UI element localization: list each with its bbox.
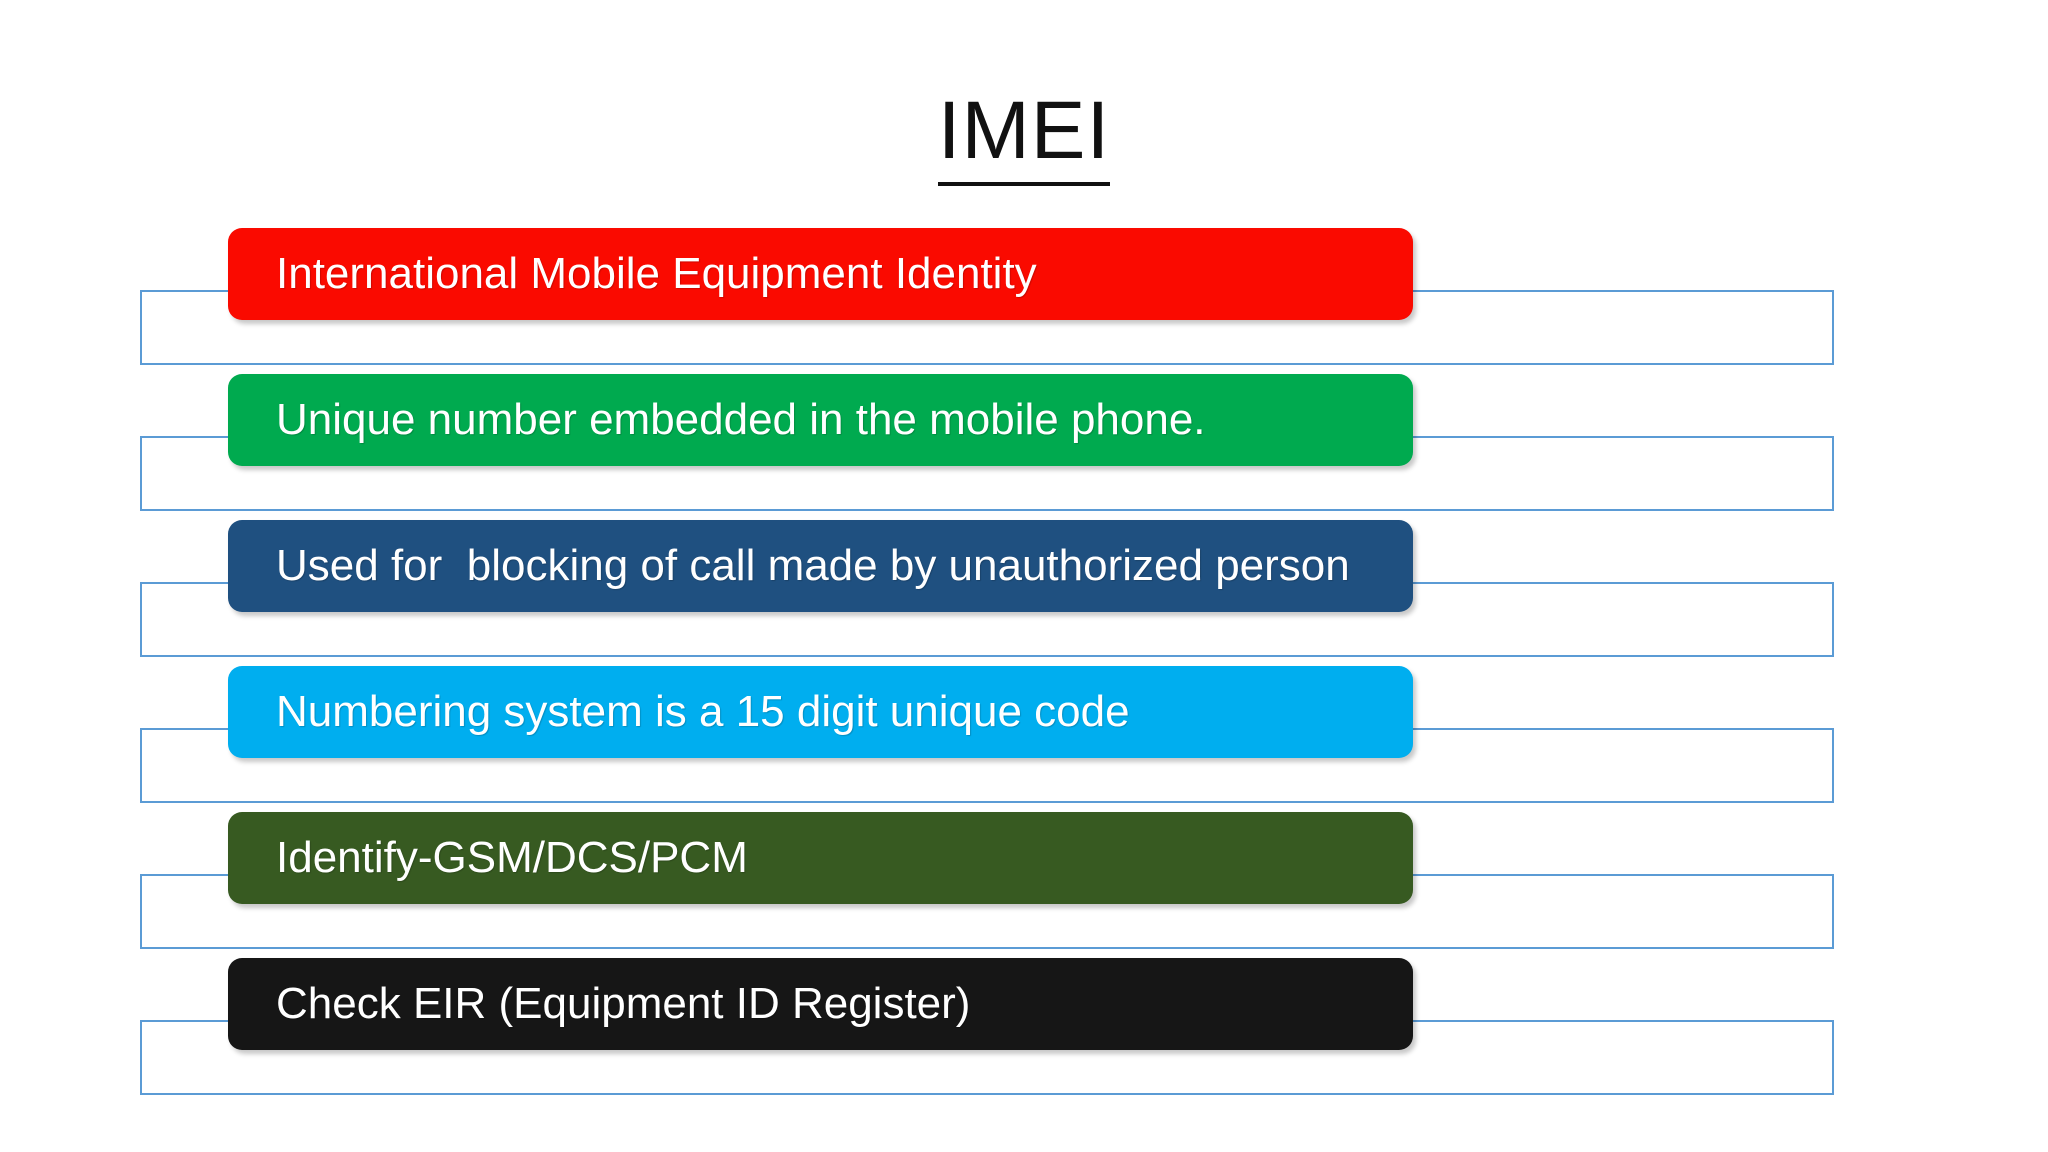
bar-row: Used for blocking of call made by unauth… <box>0 520 2048 670</box>
color-bar-navy-blue[interactable]: Used for blocking of call made by unauth… <box>228 520 1413 612</box>
color-bar-label: Unique number embedded in the mobile pho… <box>276 394 1206 444</box>
bar-row: Numbering system is a 15 digit unique co… <box>0 666 2048 816</box>
color-bar-label: International Mobile Equipment Identity <box>276 248 1037 298</box>
color-bar-dark-green[interactable]: Identify-GSM/DCS/PCM <box>228 812 1413 904</box>
color-bar-green[interactable]: Unique number embedded in the mobile pho… <box>228 374 1413 466</box>
color-bar-label: Used for blocking of call made by unauth… <box>276 540 1350 590</box>
color-bar-label: Identify-GSM/DCS/PCM <box>276 832 748 882</box>
color-bar-label: Numbering system is a 15 digit unique co… <box>276 686 1130 736</box>
bar-row: International Mobile Equipment Identity <box>0 228 2048 378</box>
bar-row: Unique number embedded in the mobile pho… <box>0 374 2048 524</box>
bar-row: Identify-GSM/DCS/PCM <box>0 812 2048 962</box>
page-title-container: IMEI <box>0 90 2048 186</box>
page-title: IMEI <box>937 90 1111 186</box>
bar-row: Check EIR (Equipment ID Register) <box>0 958 2048 1108</box>
color-bar-cyan[interactable]: Numbering system is a 15 digit unique co… <box>228 666 1413 758</box>
color-bar-red[interactable]: International Mobile Equipment Identity <box>228 228 1413 320</box>
color-bar-black[interactable]: Check EIR (Equipment ID Register) <box>228 958 1413 1050</box>
color-bar-label: Check EIR (Equipment ID Register) <box>276 978 971 1028</box>
